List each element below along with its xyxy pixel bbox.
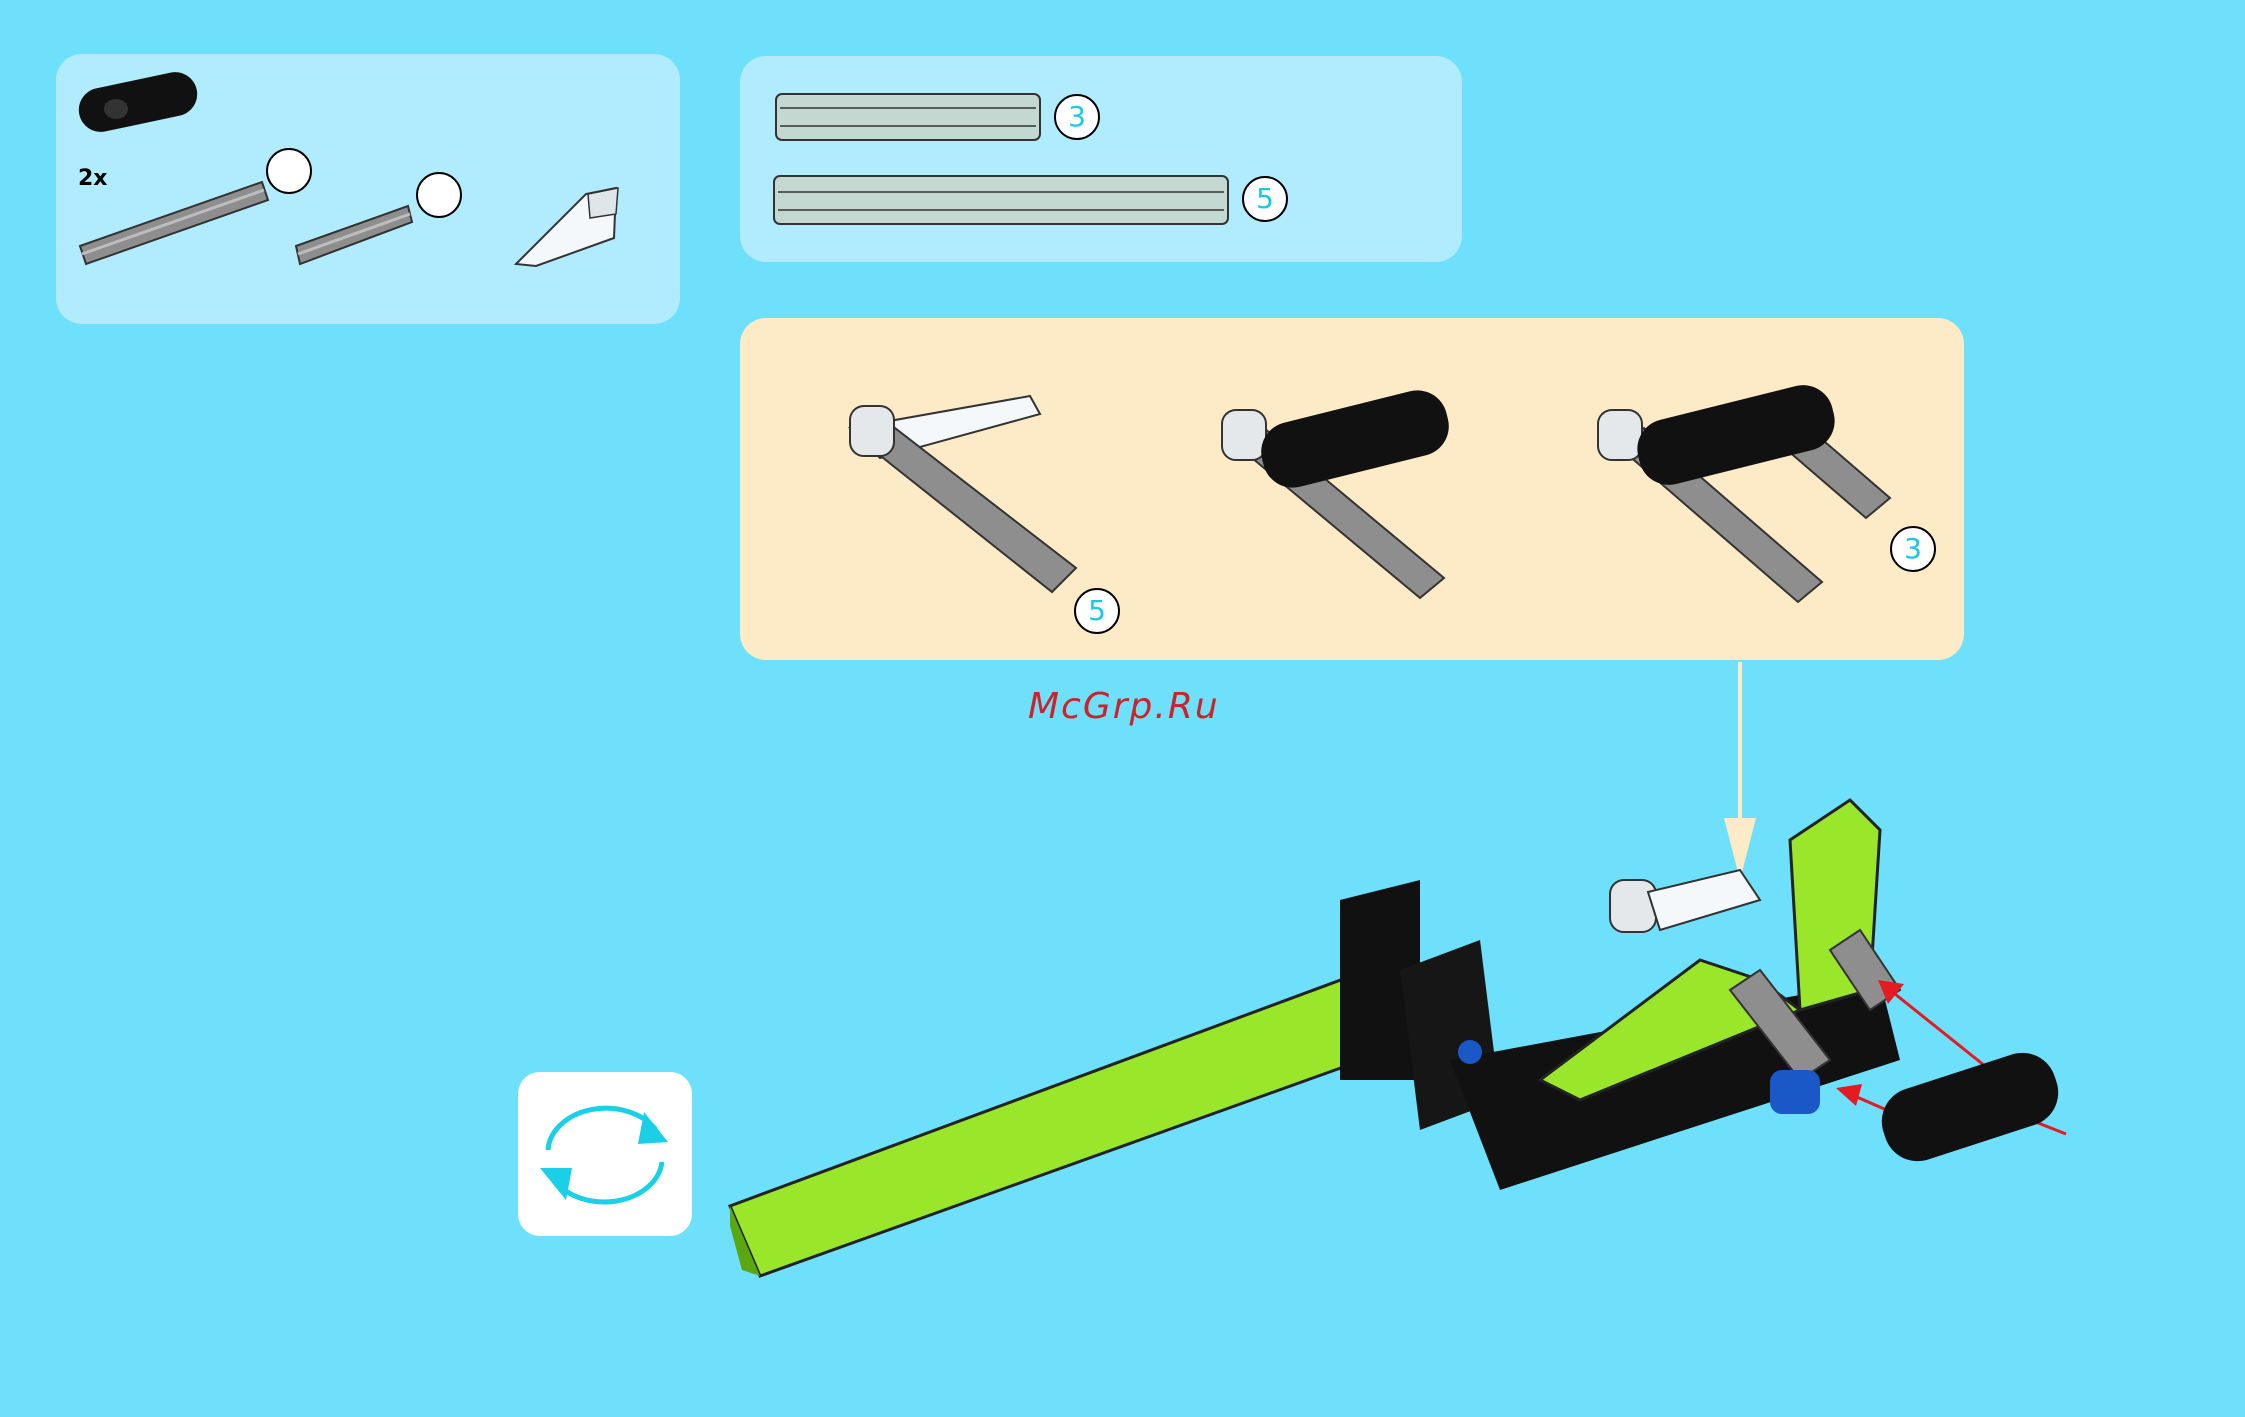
subassembly-step-1 bbox=[850, 396, 1076, 592]
incoming-black-connector bbox=[1873, 1044, 2067, 1170]
green-upright bbox=[1540, 800, 1880, 1100]
axle-5-diagram bbox=[774, 176, 1228, 224]
quantity-label: 2x bbox=[78, 166, 108, 191]
subassembly-step-2 bbox=[1222, 384, 1455, 598]
red-guide-arrows bbox=[1836, 980, 2066, 1142]
black-frame bbox=[1340, 880, 1900, 1190]
axle-length-badge: 5 bbox=[1242, 176, 1288, 222]
step1-axle-length-badge: 5 bbox=[1074, 588, 1120, 634]
long-axle-part bbox=[80, 182, 268, 264]
subassembly-illustration bbox=[740, 318, 1964, 660]
short-axle-length-badge bbox=[416, 172, 462, 218]
transparent-fin-part bbox=[516, 188, 618, 266]
axle-length-illustration bbox=[740, 56, 1462, 262]
axle-length-panel: 3 5 bbox=[740, 56, 1462, 262]
axle-length-badge: 3 bbox=[1054, 94, 1100, 140]
short-axle-part bbox=[296, 206, 412, 264]
subassembly-panel: 5 3 bbox=[740, 318, 1964, 660]
rotate-model-icon bbox=[518, 1072, 692, 1236]
black-connector-part bbox=[75, 68, 202, 136]
rotate-model-button[interactable] bbox=[518, 1072, 692, 1236]
parts-list-panel: 2x bbox=[56, 54, 680, 324]
axle-3-diagram bbox=[776, 94, 1040, 140]
insert-arrow bbox=[1724, 662, 1756, 880]
parts-illustration bbox=[56, 54, 680, 324]
green-liftarm bbox=[730, 958, 1430, 1276]
step3-axle-length-badge: 3 bbox=[1890, 526, 1936, 572]
assembly-axles bbox=[1610, 870, 1900, 1080]
blue-pins bbox=[1458, 1040, 1820, 1114]
subassembly-step-3 bbox=[1598, 379, 1890, 602]
long-axle-length-badge bbox=[266, 148, 312, 194]
watermark-text: McGrp.Ru bbox=[1028, 686, 1220, 727]
